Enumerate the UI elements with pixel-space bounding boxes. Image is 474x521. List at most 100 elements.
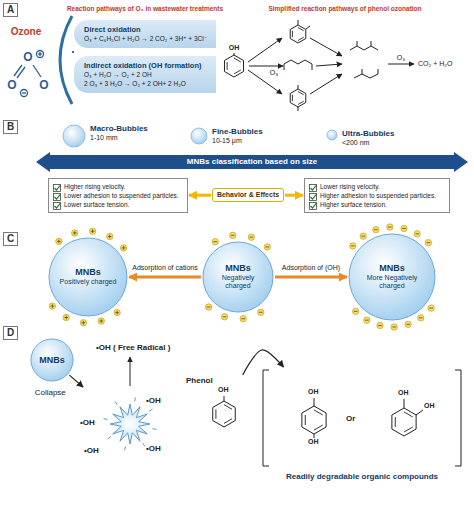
- bond-line: [234, 53, 235, 55]
- check-mark: [55, 185, 61, 190]
- size-axis: MNBs classification based on size: [36, 152, 468, 172]
- bubble-circle: MNBsPositively charged: [48, 237, 128, 317]
- radical-arrow: [130, 357, 131, 386]
- charge-symbol: [425, 239, 431, 245]
- double-bond: [314, 410, 323, 415]
- edge-label: Adsorption of (OH): [280, 264, 342, 272]
- charge-symbol: [231, 235, 235, 236]
- reaction-arrow: [310, 74, 342, 94]
- node-title: Ultra-Bubbles: [342, 129, 394, 139]
- bond-line: [312, 64, 313, 70]
- burst-ray: [153, 428, 157, 430]
- charge-symbol: [114, 309, 120, 315]
- bond-line: [404, 399, 405, 408]
- charge-symbol: [52, 304, 53, 308]
- node-title: Lower rising velocity.: [309, 183, 445, 191]
- annotation-text: Simplified reaction pathways of phenol o…: [230, 5, 460, 13]
- charge-symbol: [80, 320, 86, 326]
- charge-symbol: [49, 303, 55, 309]
- bubble-outline: [49, 238, 127, 316]
- product-bracket: OHOHOrOHOHReadily degradable organic com…: [262, 368, 462, 490]
- check-box: [310, 185, 317, 192]
- charge-symbol: [21, 90, 28, 97]
- bubble-outline: [31, 339, 73, 381]
- charge-symbol: [240, 315, 246, 321]
- charge-symbol: [230, 232, 236, 238]
- pathway-band: Indirect oxidation (OH formation)O₃ + H₂…: [74, 56, 216, 93]
- charge-symbol: [415, 233, 419, 234]
- benzene-ring: [290, 25, 306, 43]
- burst-shape: [110, 404, 150, 444]
- charge-symbol: [117, 311, 118, 315]
- node-text: OH: [398, 389, 409, 397]
- node-text: Higher surface tension.: [309, 201, 445, 209]
- bond-line: [306, 26, 310, 29]
- charge-symbol: [388, 227, 392, 228]
- bond-line: [298, 85, 299, 89]
- bond-line: [357, 41, 358, 46]
- node-title: OH: [308, 388, 319, 396]
- bubble-outline: [203, 242, 273, 312]
- effects-box: Higher rising velocity.Lower adhesion to…: [48, 178, 188, 213]
- bond-line: [298, 107, 299, 111]
- bubble-circle: MNBsNegatively charged: [202, 241, 274, 313]
- charge-symbol: [387, 224, 393, 230]
- check-mark: [309, 202, 317, 210]
- node-title: Direct oxidation: [84, 25, 212, 34]
- charge-symbol: [378, 325, 382, 326]
- bond-line: [314, 434, 315, 438]
- benzene-ring: [290, 89, 306, 107]
- node-title: OH: [218, 386, 229, 394]
- annotation-text: O: [39, 78, 48, 92]
- double-bond: [215, 409, 216, 418]
- effects-tag: Behavior & Effects: [212, 188, 284, 202]
- check-mark: [55, 203, 61, 208]
- single-bond: [33, 65, 41, 77]
- charge-symbol: [109, 235, 110, 239]
- charge-symbol: [22, 92, 26, 93]
- charge-symbol: [350, 243, 356, 249]
- charge-symbol: [223, 316, 227, 317]
- ozone-molecule: [14, 51, 44, 97]
- charge-symbol: [364, 317, 370, 323]
- check-mark: [311, 185, 317, 190]
- bond-line: [284, 64, 285, 70]
- charge-symbol: [354, 311, 358, 312]
- double-bond: [227, 62, 228, 70]
- pathway-band: Direct oxidationO₃ + C₆H₅Cl + H₂O → 2 CO…: [74, 20, 216, 48]
- node-title: MNBs: [75, 267, 101, 278]
- node-text: •OH: [146, 396, 161, 406]
- node-text: OH: [424, 402, 435, 410]
- bracket: [263, 370, 269, 466]
- bond-line: [416, 410, 423, 415]
- panel-letter: A: [3, 3, 18, 17]
- bubble-icon: [326, 129, 338, 141]
- phenol-molecule: OH Phenol: [186, 376, 250, 438]
- node-text: Negatively charged: [211, 274, 265, 291]
- pathway-bracket: [72, 51, 74, 53]
- charge-symbol: [259, 312, 263, 313]
- burst-ray: [149, 409, 152, 411]
- charge-symbol: [37, 51, 44, 58]
- double-bond: [395, 417, 396, 427]
- charge-symbol: [107, 233, 113, 239]
- benzene-ring: [213, 401, 236, 427]
- charge-symbol: [98, 318, 104, 324]
- node-text: 2 O₃ + 3 H₂O → O₂ + 2 OH+ 2 H₂O: [84, 80, 212, 88]
- bubble-icon: [190, 127, 208, 145]
- check-box: [54, 202, 61, 209]
- connector-arrow: [275, 276, 347, 279]
- node-title: MNBs: [225, 263, 251, 274]
- node-text: •OH: [146, 444, 161, 454]
- annotation-text: •OH ( Free Radical ): [96, 343, 170, 353]
- benzene-ring: [392, 408, 416, 436]
- charge-symbol: [212, 239, 218, 245]
- edge-label: Adsorption of cations: [130, 264, 199, 272]
- charge-symbol: [360, 233, 366, 239]
- node-text: Phenol: [186, 376, 213, 386]
- annotation-text: O: [23, 50, 32, 64]
- charge-symbol: [365, 320, 369, 321]
- charge-symbol: [414, 231, 420, 237]
- charge-symbol: [241, 318, 245, 319]
- check-mark: [53, 202, 61, 210]
